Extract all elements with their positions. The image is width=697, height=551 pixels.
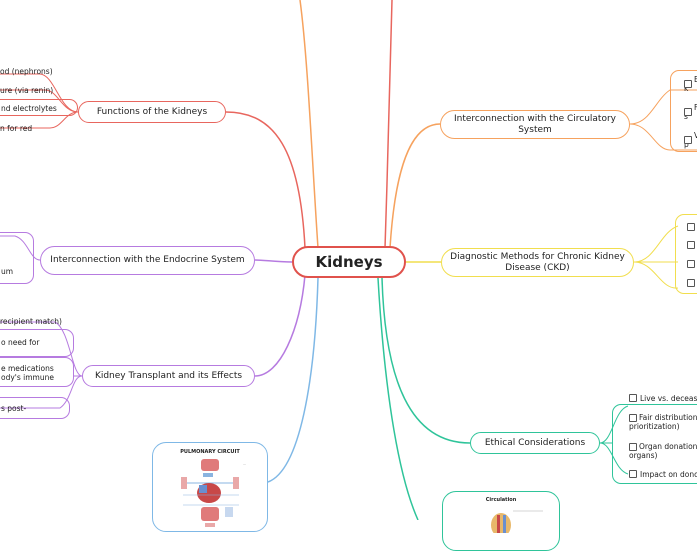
leaf-text: ure (via renin) <box>0 86 54 95</box>
leaf-text: n for red <box>0 124 33 133</box>
endocrine-leaf-box[interactable]: um <box>0 232 34 284</box>
checkbox-icon[interactable] <box>684 136 692 144</box>
circulatory-leaf-3[interactable]: V p <box>684 131 697 149</box>
leaf-text: s post- <box>1 404 27 413</box>
leaf-text: Fair distribution a prioritization) <box>629 413 697 431</box>
checkbox-icon[interactable] <box>684 108 692 116</box>
transplant-leaf-2-box[interactable]: o need for <box>0 329 74 357</box>
branch-circulatory-label: Interconnection with the Circulatory Sys… <box>454 113 616 135</box>
checkbox-icon[interactable] <box>629 414 637 422</box>
transplant-leaf-4-box[interactable]: s post- <box>0 397 70 419</box>
checkbox-icon[interactable] <box>629 394 637 402</box>
functions-leaf-1[interactable]: od (nephrons) <box>0 67 53 76</box>
transplant-leaf-3-box[interactable]: e medications ody's immune <box>0 357 74 387</box>
functions-leaf-3: nd electrolytes <box>1 104 57 113</box>
circulatory-leaf-2[interactable]: F s <box>684 103 697 121</box>
circulation-diagram-icon <box>491 510 543 537</box>
leaf-text: Live vs. deceased <box>640 394 697 403</box>
diagnostic-leaf-box[interactable] <box>675 214 697 294</box>
pulmonary-circuit-image-card[interactable]: PULMONARY CIRCUIT — <box>152 442 268 532</box>
branch-ethical[interactable]: Ethical Considerations <box>470 432 600 454</box>
branch-circulatory[interactable]: Interconnection with the Circulatory Sys… <box>440 110 630 139</box>
ethical-leaf-4[interactable]: Impact on donor <box>629 470 697 479</box>
ethical-leaf-2[interactable]: Fair distribution a prioritization) <box>629 413 697 431</box>
functions-leaf-3-box[interactable]: nd electrolytes <box>0 99 78 116</box>
leaf-text: Impact on donor <box>640 470 697 479</box>
checkbox-icon[interactable] <box>629 470 637 478</box>
circulation-title: Circulation <box>485 497 517 503</box>
central-topic-kidneys[interactable]: Kidneys <box>292 246 406 278</box>
checkbox-icon[interactable] <box>687 241 695 249</box>
leaf-text: e medications ody's immune <box>1 364 54 382</box>
checkbox-icon[interactable] <box>684 80 692 88</box>
branch-diagnostic-label: Diagnostic Methods for Chronic Kidney Di… <box>450 251 625 273</box>
ethical-leaf-3[interactable]: Organ donation a organs) <box>629 442 697 460</box>
svg-text:—: — <box>243 462 246 466</box>
ethical-leaf-1[interactable]: Live vs. deceased <box>629 394 697 403</box>
circulatory-leaf-box[interactable] <box>670 70 697 152</box>
central-topic-label: Kidneys <box>315 252 383 271</box>
transplant-leaf-1[interactable]: recipient match) <box>0 317 62 326</box>
transplant-leaf-3: e medications ody's immune <box>1 364 54 382</box>
leaf-text: E k <box>684 75 697 93</box>
checkbox-icon[interactable] <box>629 443 637 451</box>
ethical-leaf-box[interactable] <box>612 404 697 484</box>
leaf-text: um <box>1 267 14 276</box>
leaf-text: V p <box>684 131 697 149</box>
branch-functions[interactable]: Functions of the Kidneys <box>78 101 226 123</box>
functions-leaf-4[interactable]: n for red <box>0 124 32 133</box>
pulmonary-circuit-title: PULMONARY CIRCUIT <box>180 449 240 455</box>
circulation-image-card[interactable]: Circulation <box>442 491 560 551</box>
branch-diagnostic[interactable]: Diagnostic Methods for Chronic Kidney Di… <box>441 248 634 277</box>
circulatory-leaf-1[interactable]: E k <box>684 75 697 93</box>
leaf-text: o need for <box>1 338 40 347</box>
branch-transplant-label: Kidney Transplant and its Effects <box>94 370 243 381</box>
transplant-leaf-2: o need for <box>1 338 39 347</box>
transplant-leaf-4: s post- <box>1 404 26 413</box>
heart-diagram-icon: — <box>181 459 246 527</box>
checkbox-icon[interactable] <box>687 260 695 268</box>
branch-ethical-label: Ethical Considerations <box>484 437 586 448</box>
leaf-text: F s <box>684 103 697 121</box>
branch-transplant[interactable]: Kidney Transplant and its Effects <box>82 365 255 387</box>
leaf-text: recipient match) <box>0 317 62 326</box>
leaf-text: od (nephrons) <box>0 67 53 76</box>
checkbox-icon[interactable] <box>687 279 695 287</box>
checkbox-icon[interactable] <box>687 223 695 231</box>
branch-functions-label: Functions of the Kidneys <box>96 106 208 117</box>
branch-endocrine[interactable]: Interconnection with the Endocrine Syste… <box>40 246 255 275</box>
branch-endocrine-label: Interconnection with the Endocrine Syste… <box>50 255 245 265</box>
functions-leaf-2[interactable]: ure (via renin) <box>0 86 53 95</box>
endocrine-leaf-1: um <box>1 267 13 276</box>
leaf-text: nd electrolytes <box>1 104 57 113</box>
leaf-text: Organ donation a organs) <box>629 442 697 460</box>
